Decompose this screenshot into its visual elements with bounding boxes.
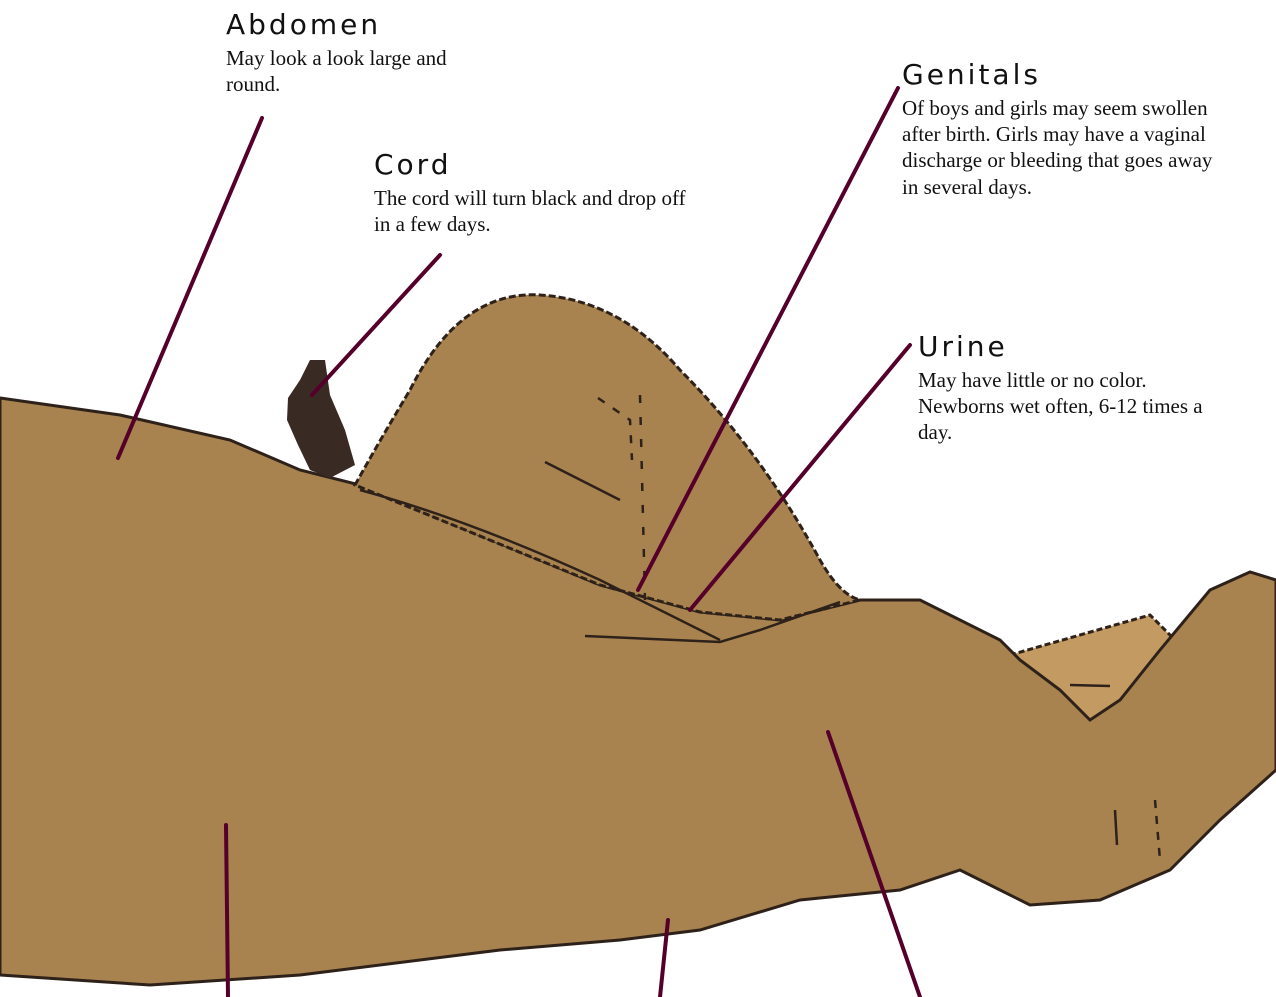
callout-urine: Urine May have little or no color. Newbo… [918, 332, 1208, 446]
callout-title-abdomen: Abdomen [226, 10, 496, 41]
callout-cord: Cord The cord will turn black and drop o… [374, 150, 704, 237]
callout-genitals: Genitals Of boys and girls may seem swol… [902, 60, 1232, 200]
callout-abdomen: Abdomen May look a look large and round. [226, 10, 496, 97]
callout-desc-genitals: Of boys and girls may seem swollen after… [902, 95, 1232, 200]
callout-desc-cord: The cord will turn black and drop off in… [374, 185, 704, 238]
callout-title-urine: Urine [918, 332, 1208, 363]
callout-desc-abdomen: May look a look large and round. [226, 45, 496, 98]
leader-line-bottom-left [226, 825, 228, 997]
callout-title-genitals: Genitals [902, 60, 1232, 91]
leader-line-abdomen [118, 118, 262, 458]
umbilical-cord [287, 360, 355, 478]
callout-desc-urine: May have little or no color. Newborns we… [918, 367, 1208, 446]
callout-title-cord: Cord [374, 150, 704, 181]
